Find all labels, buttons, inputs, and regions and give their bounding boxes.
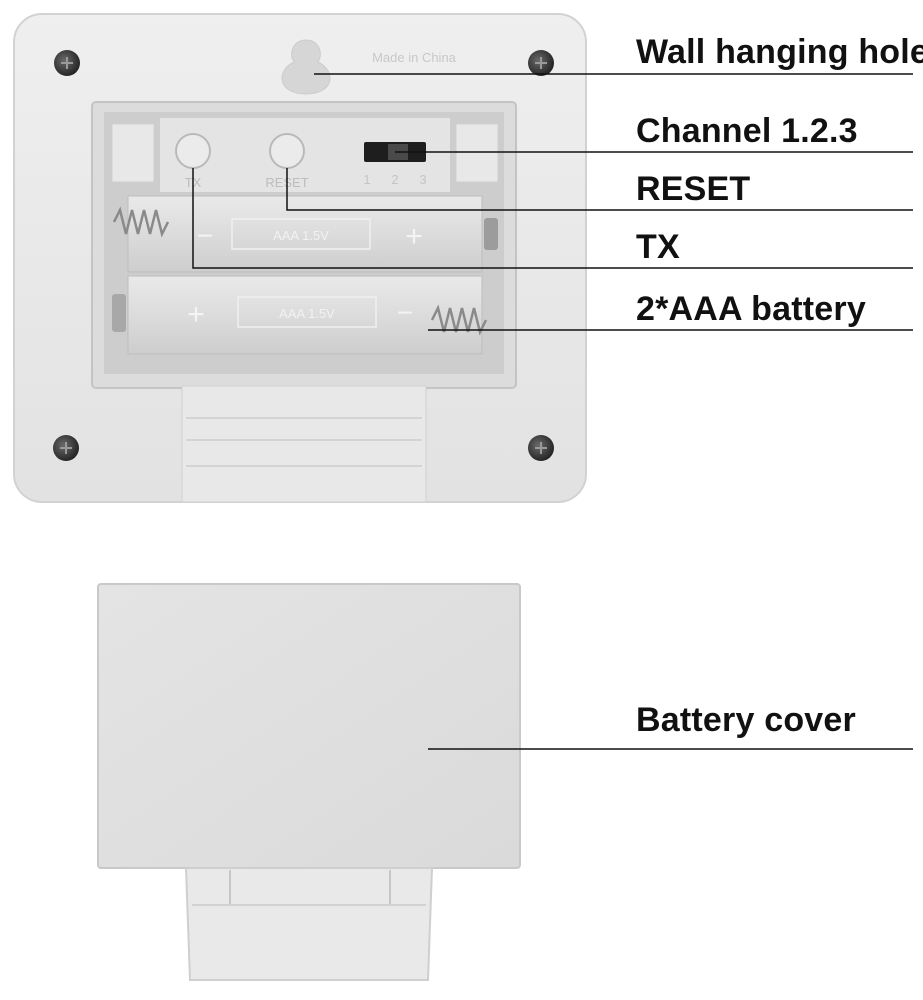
screw-icon [54,50,80,76]
battery-contact [484,218,498,250]
screw-icon [53,435,79,461]
device-back: Made in China TX RESET 1 2 3 − AAA 1.5V … [13,13,587,503]
battery-cell-label: AAA 1.5V [279,306,335,321]
battery-plus-sign: + [187,298,205,331]
callout-battery-cover: Battery cover [636,701,856,739]
channel-number: 2 [391,172,398,187]
made-in-text: Made in China [372,50,457,65]
battery-contact [112,294,126,332]
tx-button[interactable] [175,133,211,169]
spring-icon [112,206,170,238]
battery-minus-sign: − [197,220,213,251]
callout-tx: TX [636,228,680,266]
stand-hinge [181,385,427,503]
battery-plus-sign: + [405,220,423,253]
battery-cell: + AAA 1.5V − [112,275,488,355]
callout-channel: Channel 1.2.3 [636,112,858,150]
callout-wall-hanging-hole: Wall hanging hole [636,33,923,71]
channel-number: 1 [363,172,370,187]
screw-icon [528,50,554,76]
battery-cell-label: AAA 1.5V [273,228,329,243]
cover-stand [184,867,434,981]
reset-button[interactable] [269,133,305,169]
channel-number: 3 [419,172,426,187]
corner-tab [455,123,499,183]
battery-cell: − AAA 1.5V + [112,195,498,273]
corner-tab [111,123,155,183]
callout-battery: 2*AAA battery [636,290,866,328]
battery-cover [97,583,521,981]
battery-minus-sign: − [397,297,413,328]
callout-reset: RESET [636,170,751,208]
callout-lines [192,73,913,750]
screw-icon [528,435,554,461]
callout-line-tx [192,168,913,269]
spring-icon [430,304,488,336]
wall-hanging-hole-icon [281,39,331,95]
callout-line-reset [286,168,913,211]
